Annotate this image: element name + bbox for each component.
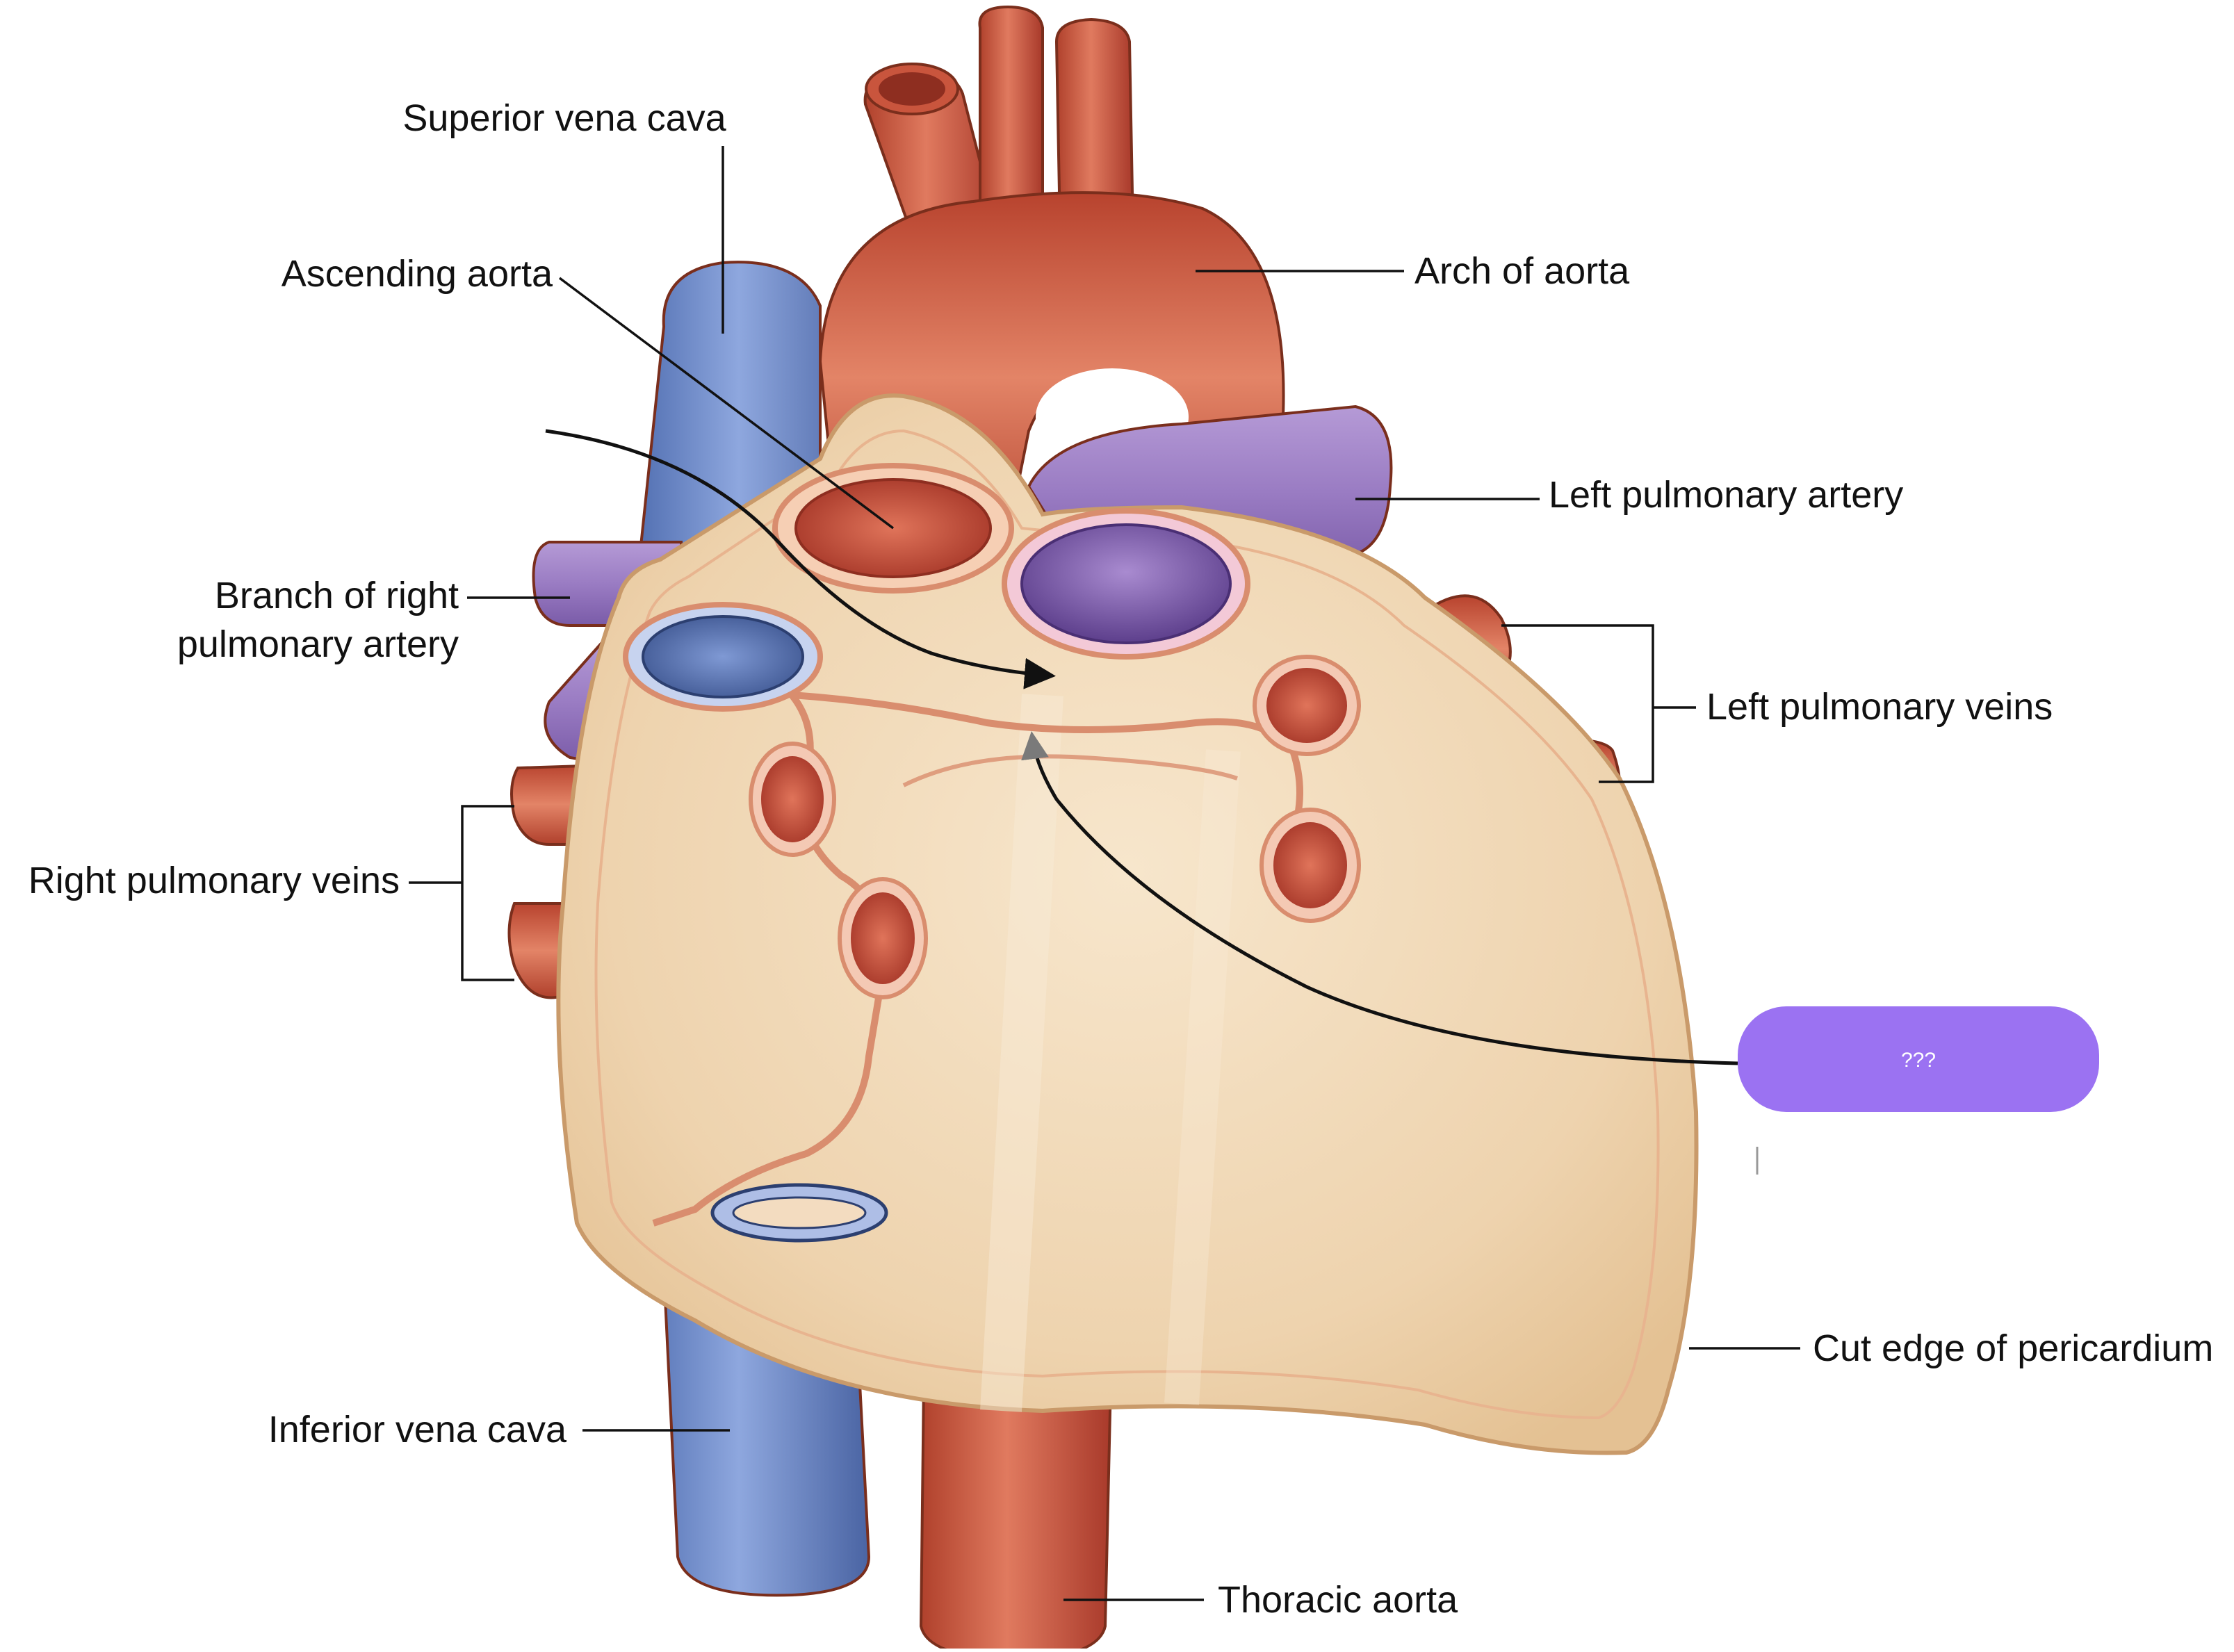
oblique-sinus-arrow [1021, 731, 1738, 1065]
left-pulmonary-vein-openings [1253, 655, 1361, 923]
inferior-vena-cava-opening [710, 1183, 888, 1243]
transverse-sinus-arrow [545, 429, 1056, 689]
leader-right-pulmonary-veins [409, 805, 514, 981]
answer-placeholder-box[interactable] [1738, 1006, 2099, 1112]
right-pulmonary-vein-openings [749, 742, 928, 999]
label-branch-right-pulmonary-artery-line1: Branch of right [215, 575, 459, 616]
label-right-pulmonary-veins: Right pulmonary veins [28, 860, 400, 901]
label-branch-right-pulmonary-artery-line2: pulmonary artery [177, 623, 459, 665]
answer-placeholder-text: ??? [1901, 1049, 1936, 1072]
label-inferior-vena-cava: Inferior vena cava [268, 1409, 567, 1450]
label-left-pulmonary-artery: Left pulmonary artery [1549, 474, 1903, 516]
leader-left-pulmonary-veins [1501, 624, 1696, 783]
label-cut-edge-pericardium: Cut edge of pericardium [1813, 1327, 2213, 1369]
answer-placeholder[interactable]: ??? [1738, 1006, 2099, 1112]
leader-ascending-aorta [558, 277, 895, 530]
label-thoracic-aorta: Thoracic aorta [1218, 1579, 1458, 1621]
label-arch-of-aorta: Arch of aorta [1414, 250, 1630, 292]
arch-of-aorta-vessel [818, 5, 1285, 565]
label-ascending-aorta: Ascending aorta [282, 253, 553, 295]
label-left-pulmonary-veins: Left pulmonary veins [1706, 686, 2053, 728]
label-superior-vena-cava: Superior vena cava [402, 97, 726, 139]
pulmonary-trunk-opening [1002, 508, 1250, 660]
superior-vena-cava-opening [623, 602, 823, 712]
